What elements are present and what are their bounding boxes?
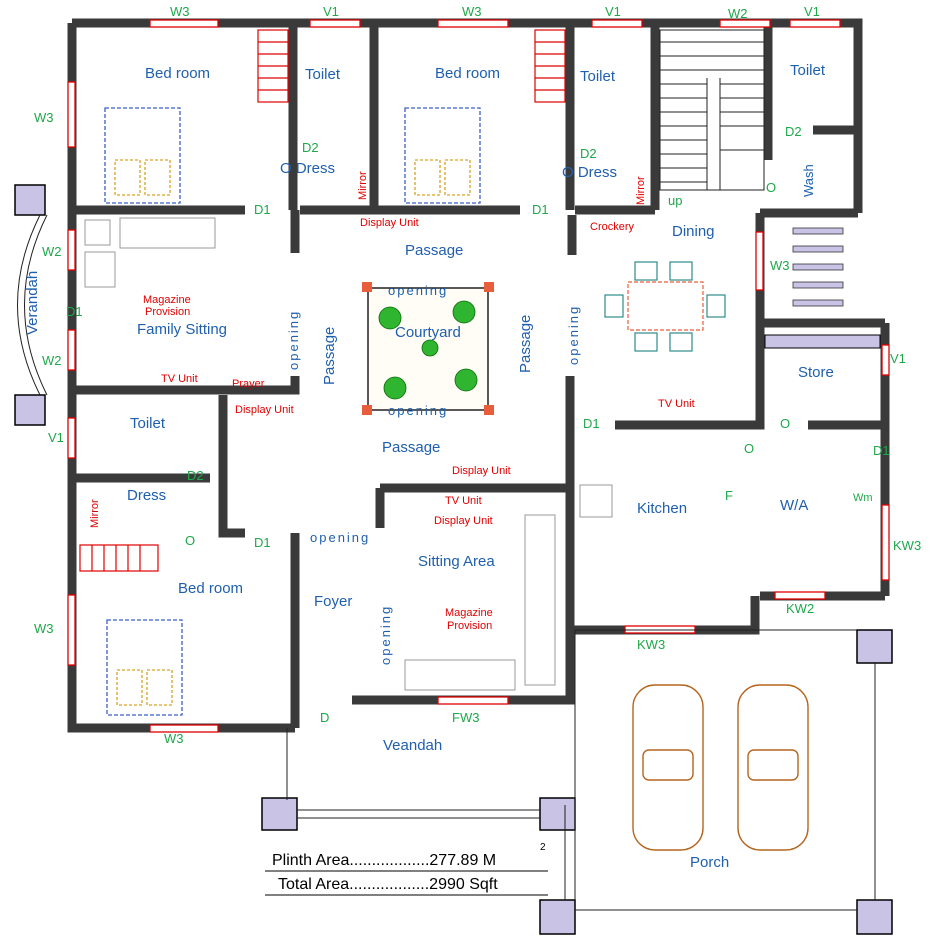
opening-bottom: opening (388, 403, 448, 418)
win-w2a: W2 (728, 6, 748, 21)
plinth-area-sup: 2 (540, 842, 546, 853)
beds (104, 107, 481, 716)
display-unit-2: Display Unit (235, 404, 294, 416)
door-d1f: D1 (254, 535, 271, 550)
room-toilet3: Toilet (790, 62, 826, 79)
room-store: Store (798, 364, 834, 381)
win-w3d: W3 (34, 621, 54, 636)
total-area: Total Area..................2990 Sqft (278, 876, 498, 893)
door-d2d: D2 (187, 468, 204, 483)
room-toilet1: Toilet (305, 66, 341, 83)
cars (632, 684, 809, 851)
win-w2c: W2 (42, 353, 62, 368)
room-toilet4: Toilet (130, 415, 166, 432)
room-verandah-left: Verandah (24, 271, 41, 335)
room-dress2: O Dress (562, 164, 617, 181)
opening-right: opening (566, 305, 581, 365)
win-kw3b: KW3 (637, 637, 665, 652)
mirror-1: Mirror (357, 171, 369, 200)
plinth-area: Plinth Area..................277.89 M (272, 852, 496, 869)
label-wm: Wm (853, 492, 873, 504)
door-d1a: D1 (254, 202, 271, 217)
magazine-1: Magazine (143, 294, 191, 306)
prayer-label: Prayer (232, 378, 265, 390)
door-d2a: D2 (302, 140, 319, 155)
room-veandah: Veandah (383, 737, 442, 754)
room-dress1: O Dress (280, 160, 335, 177)
win-w3c: W3 (34, 110, 54, 125)
opening-left: opening (286, 310, 301, 370)
opening-top: opening (388, 283, 448, 298)
door-d2b: D2 (580, 146, 597, 161)
magazine-2: Magazine (445, 607, 493, 619)
win-fw3: FW3 (452, 710, 479, 725)
win-w3e: W3 (164, 731, 184, 746)
door-d1c: D1 (66, 304, 83, 319)
label-f: F (725, 488, 733, 503)
win-w3b: W3 (462, 4, 482, 19)
crockery-label: Crockery (590, 221, 635, 233)
room-passage-bottom: Passage (382, 439, 440, 456)
room-toilet2: Toilet (580, 68, 616, 85)
win-v1d: V1 (48, 430, 64, 445)
win-v1a: V1 (323, 4, 339, 19)
door-oc: O (744, 441, 754, 456)
win-w2b: W2 (42, 244, 62, 259)
win-v1e: V1 (890, 351, 906, 366)
room-bed3: Bed room (178, 580, 243, 597)
room-foyer: Foyer (314, 593, 352, 610)
room-wa: W/A (780, 497, 808, 514)
courtyard (362, 282, 494, 415)
wardrobes (79, 29, 566, 572)
door-d1e: D1 (873, 443, 890, 458)
door-ob: O (780, 416, 790, 431)
room-porch: Porch (690, 854, 729, 871)
room-wash: Wash (801, 164, 816, 197)
mirror-3: Mirror (89, 499, 101, 528)
tv-unit-2: TV Unit (658, 398, 695, 410)
room-passage-top: Passage (405, 242, 463, 259)
opening-foyer: opening (310, 530, 370, 545)
room-dress3: Dress (127, 487, 166, 504)
room-bed1: Bed room (145, 65, 210, 82)
display-unit-1: Display Unit (360, 217, 419, 229)
win-v1c: V1 (804, 4, 820, 19)
win-v1b: V1 (605, 4, 621, 19)
win-kw3a: KW3 (893, 538, 921, 553)
opening-sitting: opening (378, 605, 393, 665)
room-passage-right: Passage (517, 315, 534, 373)
door-d2c: D2 (785, 124, 802, 139)
staircase (659, 29, 765, 191)
win-kw2: KW2 (786, 601, 814, 616)
provision-2: Provision (447, 620, 492, 632)
door-oa: O (766, 180, 776, 195)
win-w3a: W3 (170, 4, 190, 19)
room-passage-left: Passage (321, 327, 338, 385)
room-sitting: Sitting Area (418, 553, 495, 570)
room-dining: Dining (672, 223, 715, 240)
label-up: up (668, 193, 682, 208)
provision-1: Provision (145, 306, 190, 318)
shelves (792, 227, 844, 307)
win-w3f: W3 (770, 258, 790, 273)
outlines (17, 214, 876, 911)
tv-unit-3: TV Unit (445, 495, 482, 507)
room-kitchen: Kitchen (637, 500, 687, 517)
furniture (84, 217, 613, 691)
labels: Bed room Toilet Bed room Toilet Toilet O… (24, 4, 921, 896)
room-family: Family Sitting (137, 321, 227, 338)
mirror-2: Mirror (635, 176, 647, 205)
door-od: O (185, 533, 195, 548)
tv-unit-1: TV Unit (161, 373, 198, 385)
pillars (14, 184, 893, 935)
display-unit-4: Display Unit (434, 515, 493, 527)
door-d1b: D1 (532, 202, 549, 217)
dining-table (604, 261, 726, 352)
door-d1d: D1 (583, 416, 600, 431)
door-d: D (320, 710, 329, 725)
room-courtyard: Courtyard (395, 324, 461, 341)
display-unit-3: Display Unit (452, 465, 511, 477)
room-bed2: Bed room (435, 65, 500, 82)
